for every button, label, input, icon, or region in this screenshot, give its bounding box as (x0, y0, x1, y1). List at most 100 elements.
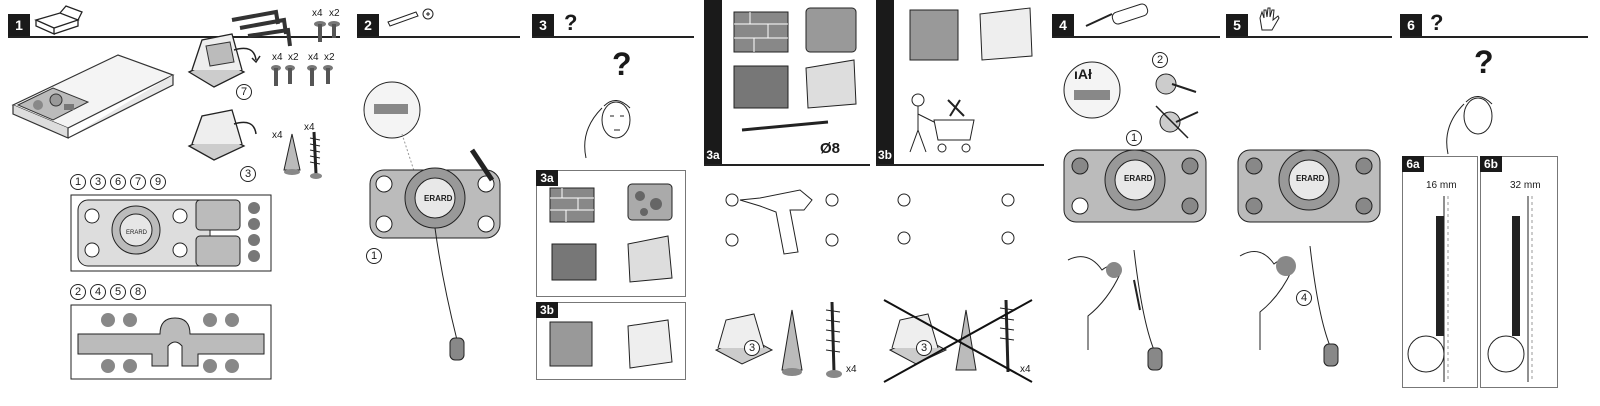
option-6b-label: 6b (1480, 156, 1502, 172)
step-circle-2: 2 (1152, 52, 1168, 68)
side-bar-3a (704, 0, 722, 165)
option-3a-box (536, 170, 686, 297)
distance-label-6b: 32 mm (1510, 180, 1541, 191)
circle-number: 5 (110, 284, 126, 300)
wall-types-icons (909, 7, 1033, 61)
step-circle-3: 3 (744, 340, 760, 356)
spacer-plate-illustration (70, 304, 272, 380)
divider (876, 164, 1044, 166)
step-circle-1: 1 (1126, 130, 1142, 146)
screwdriver-icon (1085, 3, 1149, 27)
qty-label: x2 (324, 52, 335, 63)
panel-step-2: 2 ERARD 1 (352, 0, 522, 406)
option-6b-box (1480, 156, 1558, 388)
step-4-number: 4 (1052, 14, 1074, 36)
part-group-label: 2 4 5 8 (70, 284, 146, 300)
wall-types-icons (733, 7, 857, 109)
qty-label: x4 (1020, 364, 1031, 375)
brand-label: ERARD (1296, 174, 1325, 183)
hand-icon (1259, 7, 1280, 31)
panel-step-1: 1 x4 x2 x4 x2 x4 x2 (0, 0, 350, 406)
mark-points-icon (897, 193, 1015, 245)
cart-icon (909, 93, 975, 153)
box-icon (34, 5, 83, 36)
qty-label: x4 (304, 122, 315, 133)
hex-keys-icon (231, 9, 292, 47)
side-label-3b: 3b (876, 146, 894, 164)
question-mark: ? (612, 46, 632, 82)
divider (704, 164, 870, 166)
circle-number: 7 (130, 174, 146, 190)
bracket-anchor-screw-icon (714, 301, 842, 378)
screws-icon (314, 21, 340, 42)
bracket-with-level-illustration (363, 81, 501, 361)
circle-number: 1 (70, 174, 86, 190)
level-text: ıAł (1074, 66, 1092, 82)
svg-text:ERARD: ERARD (126, 230, 148, 236)
option-3b-label: 3b (536, 302, 558, 318)
wall-offset-6b (1487, 196, 1533, 382)
step-5-header (1226, 14, 1392, 38)
distance-label-6a: 16 mm (1426, 180, 1457, 191)
step-circle-7: 7 (236, 84, 252, 100)
panel-step-6: 6 ? ? 6a 16 mm 6b 32 mm (1398, 0, 1598, 406)
step-1-header (8, 14, 340, 38)
brand-label: ERARD (424, 194, 453, 203)
screws-icon (271, 65, 333, 86)
circle-number: 2 (70, 284, 86, 300)
wall-types-3a (549, 183, 673, 283)
bracket-illustration (187, 109, 257, 161)
bracket-anchor-screw-icon (883, 299, 1033, 383)
step-circle-3: 3 (916, 340, 932, 356)
panel-step-4: 4 ıAł 2 1 ERARD (1048, 0, 1222, 406)
screw-detail-icon (1155, 73, 1199, 139)
panel-step-3a: 3a Ø8 3 x4 (700, 0, 872, 406)
step-circle-4: 4 (1296, 290, 1312, 306)
mounting-plate-illustration: ERARD (70, 194, 272, 272)
qty-label: x4 (312, 8, 323, 19)
step-1-number: 1 (8, 14, 30, 36)
brand-label: ERARD (1124, 174, 1153, 183)
side-bar-3b (876, 0, 894, 165)
thinking-person-icon (584, 100, 631, 159)
circle-number: 4 (90, 284, 106, 300)
question-mark: ? (1474, 44, 1494, 80)
option-6a-label: 6a (1402, 156, 1424, 172)
qty-label: x4 (272, 130, 283, 141)
step-circle-3: 3 (240, 166, 256, 182)
side-label-3a: 3a (704, 146, 722, 164)
circle-number: 9 (150, 174, 166, 190)
circle-number: 8 (130, 284, 146, 300)
drill-icon (725, 189, 839, 255)
step-6-header (1400, 14, 1588, 38)
option-3a-label: 3a (536, 170, 558, 186)
circle-number: 3 (90, 174, 106, 190)
pencil-icon (387, 8, 434, 27)
qty-label: x2 (288, 52, 299, 63)
step-3-number: 3 (532, 14, 554, 36)
drill-size-label: Ø8 (820, 140, 841, 157)
qty-label: x2 (329, 8, 340, 19)
panel-step-5: 5 ERARD 4 (1224, 0, 1394, 406)
wall-offset-6a (1407, 196, 1449, 382)
hand-screw-icon (1067, 249, 1163, 371)
wall-types-3b (549, 319, 673, 369)
step-4-header (1052, 14, 1220, 38)
anchors-icon (283, 131, 322, 179)
bracket-illustration (187, 33, 261, 88)
circle-number: 6 (110, 174, 126, 190)
step-5-number: 5 (1226, 14, 1248, 36)
panel-step-3: 3 ? ? 3a 3b (526, 0, 696, 406)
hand-cover-icon (1239, 245, 1339, 367)
qty-label: x4 (846, 364, 857, 375)
bracket-covers-illustration (1237, 149, 1381, 223)
question-mark: ? (1430, 10, 1444, 35)
option-6a-box (1402, 156, 1478, 388)
part-group-label: 1 3 6 7 9 (70, 174, 166, 190)
step-3-header (532, 14, 694, 38)
bracket-with-level-illustration (1063, 149, 1207, 223)
qty-label: x4 (308, 52, 319, 63)
drill-bit-icon (741, 120, 829, 132)
packaging-box-illustration (11, 54, 175, 139)
step-6-number: 6 (1400, 14, 1422, 36)
